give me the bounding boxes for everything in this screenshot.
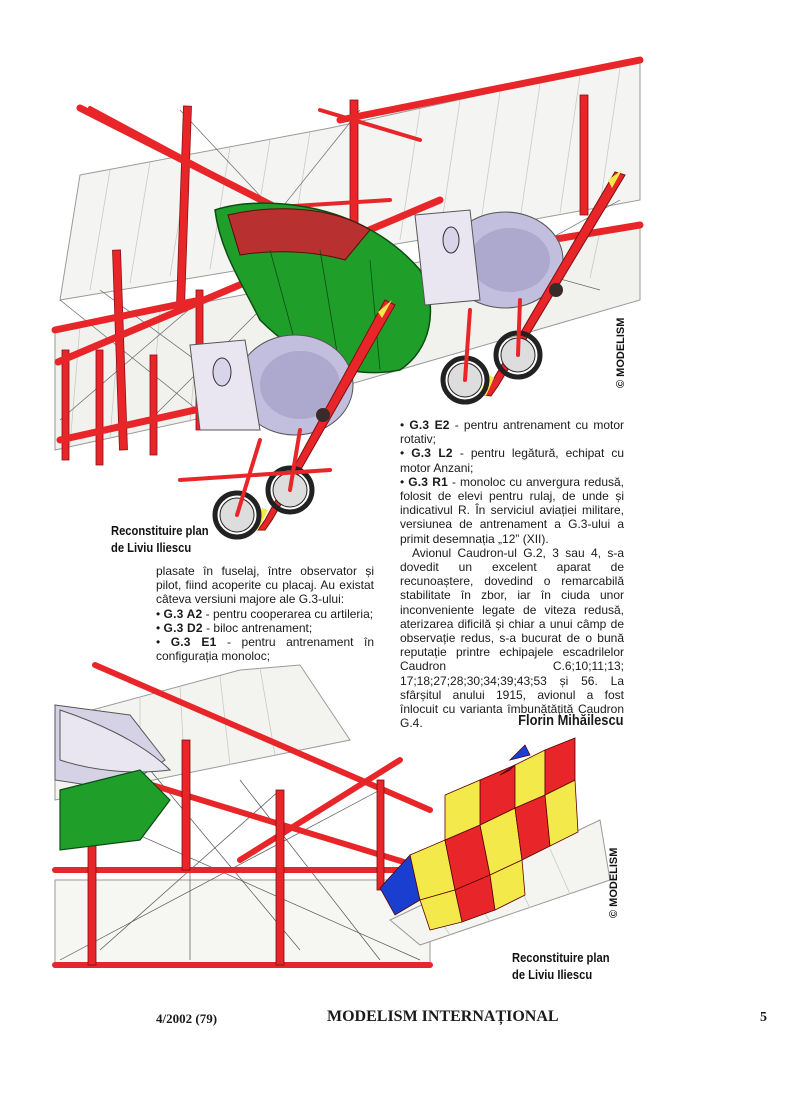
version-desc: - pentru legătură, echipat cu motor Anza… xyxy=(400,446,624,475)
version-item: • G.3 R1 - monoloc cu anvergura redusă, … xyxy=(400,474,624,546)
version-code: G.3 D2 xyxy=(163,620,203,635)
top-illustration-caption: Reconstituire plan de Liviu Iliescu xyxy=(111,522,209,556)
top-aircraft-illustration xyxy=(51,56,644,540)
version-item: • G.3 E2 - pentru antrenament cu motor r… xyxy=(400,418,624,447)
page-number: 5 xyxy=(760,1010,767,1025)
rudder-markings xyxy=(379,737,579,931)
caption-line: Reconstituire plan xyxy=(512,950,610,965)
version-desc: - monoloc cu anvergura redusă, folosit d… xyxy=(400,474,624,546)
version-item: • G.3 E1 - pentru antrenament în configu… xyxy=(156,635,374,664)
version-item: • G.3 A2 - pentru cooperarea cu artileri… xyxy=(156,606,374,621)
version-code: G.3 E1 xyxy=(170,635,217,650)
version-code: G.3 A2 xyxy=(163,606,203,621)
left-intro: plasate în fuselaj, între observator și … xyxy=(156,564,374,607)
version-desc: - pentru antrenament în configurația mon… xyxy=(156,635,374,664)
magazine-title: MODELISM INTERNAȚIONAL xyxy=(327,1008,559,1025)
version-desc: - biloc antrenament; xyxy=(202,620,313,635)
right-text-column: • G.3 E2 - pentru antrenament cu motor r… xyxy=(400,418,624,730)
caption-line: Reconstituire plan xyxy=(111,523,209,538)
version-desc: - pentru antrenament cu motor rotativ; xyxy=(400,418,624,447)
version-item: • G.3 L2 - pentru legătură, echipat cu m… xyxy=(400,446,624,475)
version-desc: - pentru cooperarea cu artileria; xyxy=(202,606,374,621)
caption-line: de Liviu Iliescu xyxy=(111,540,192,555)
caption-line: de Liviu Iliescu xyxy=(512,967,593,982)
version-item: • G.3 D2 - biloc antrenament; xyxy=(156,620,313,635)
author-name: Florin Mihăilescu xyxy=(518,712,624,729)
issue-number: 4/2002 (79) xyxy=(156,1011,218,1026)
version-code: G.3 L2 xyxy=(411,446,453,461)
copyright-mark-bottom: © MODELISM xyxy=(608,847,620,918)
version-code: G.3 R1 xyxy=(408,474,449,489)
history-paragraph: Avionul Caudron-ul G.2, 3 sau 4, s-a dov… xyxy=(400,545,624,731)
version-code: G.3 E2 xyxy=(409,418,450,432)
left-text-column: plasate în fuselaj, între observator și … xyxy=(156,564,374,663)
bottom-illustration-caption: Reconstituire plan de Liviu Iliescu xyxy=(512,949,610,983)
